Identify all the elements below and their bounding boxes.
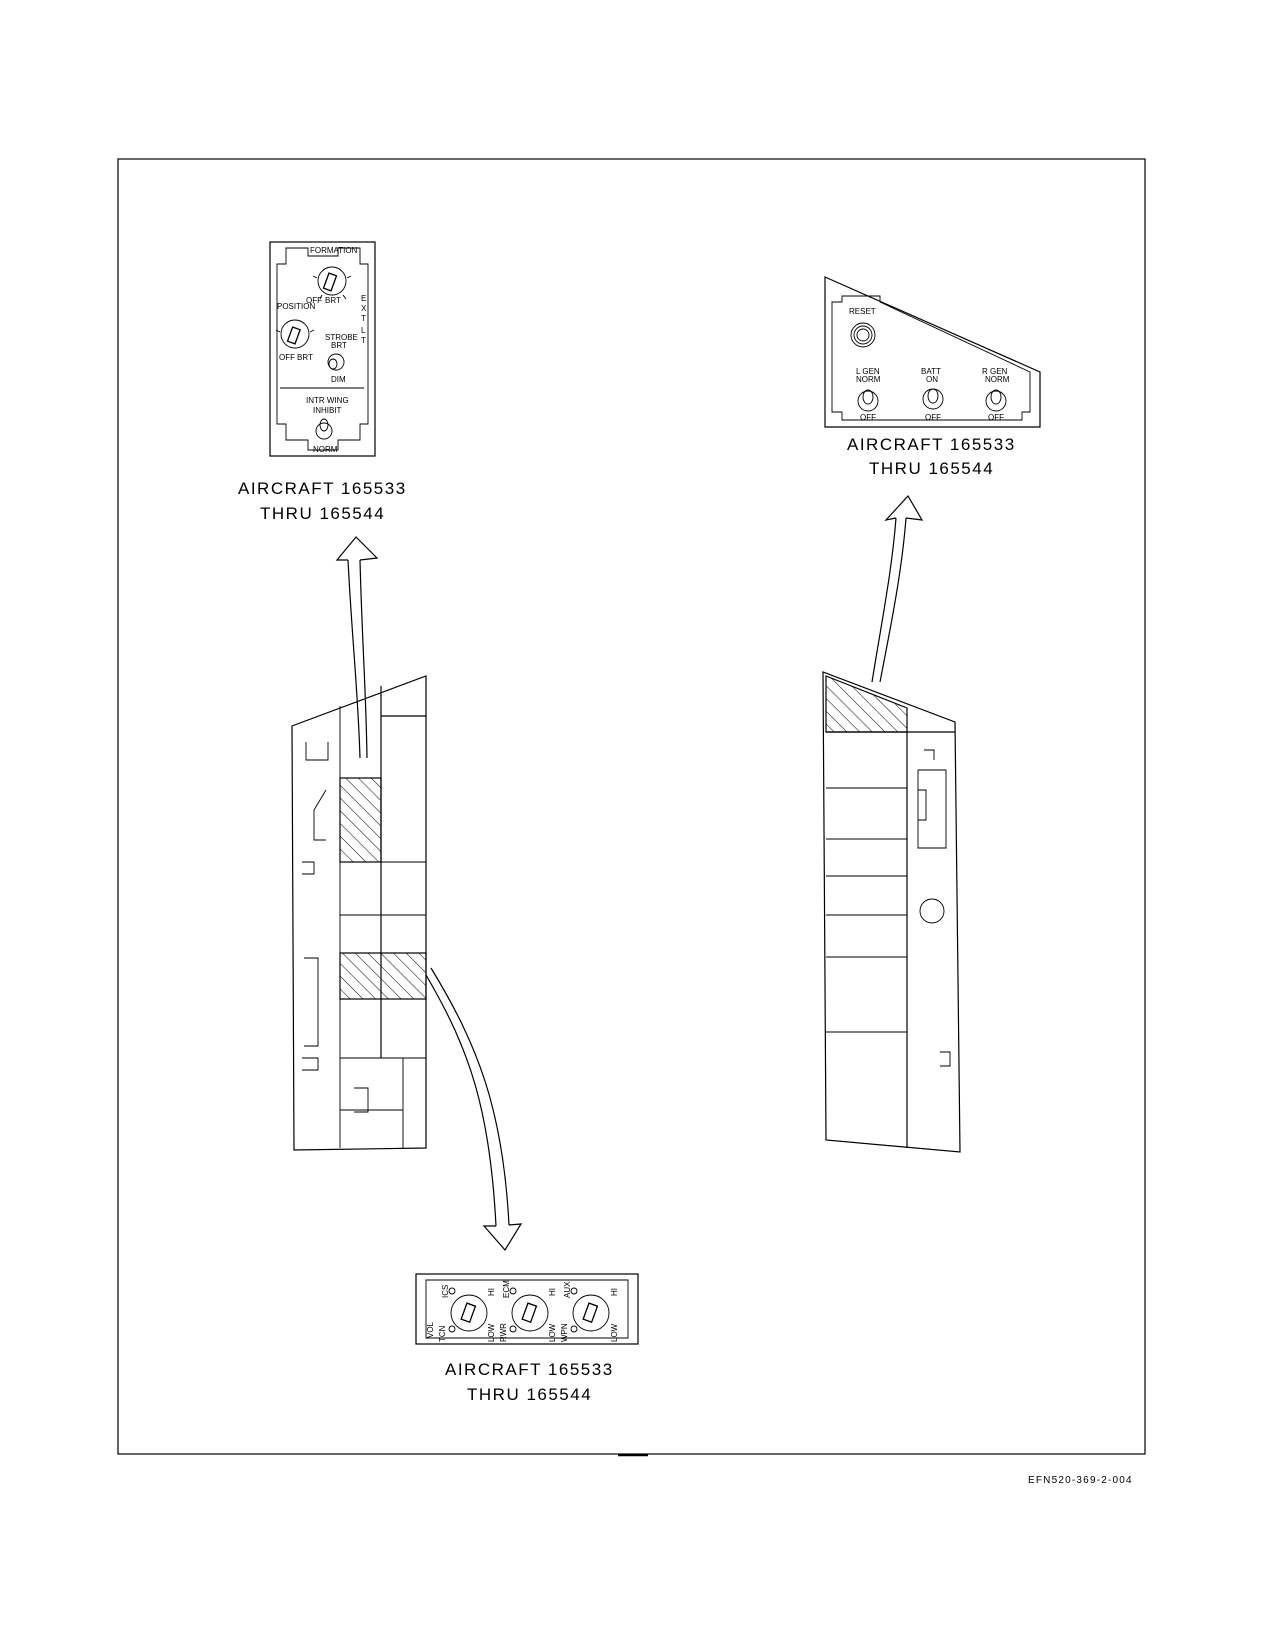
knob-1-hi-label: HI: [487, 1288, 496, 1296]
strobe-dim-label: DIM: [331, 375, 346, 384]
arrow-to-elec-panel: [871, 494, 924, 683]
knob-3-low-label: LOW: [610, 1323, 619, 1342]
aux-wpn-knob[interactable]: [572, 1294, 610, 1332]
figure-frame: [117, 158, 1146, 1455]
intr-wing-switch[interactable]: [315, 418, 333, 440]
formation-label: FORMATION: [310, 246, 358, 255]
hatched-area-volume: [339, 952, 427, 1000]
batt-on-label: ON: [926, 375, 938, 384]
batt-label: BATT: [921, 367, 941, 376]
wpn-label: WPN: [560, 1323, 569, 1342]
formation-brt-label: BRT: [325, 296, 341, 305]
knob-3-hi-label: HI: [610, 1288, 619, 1296]
position-brt-label: BRT: [297, 353, 313, 362]
right-console: [822, 671, 961, 1153]
formation-knob[interactable]: [312, 266, 352, 300]
left-console: [291, 675, 427, 1151]
l-gen-switch[interactable]: [857, 389, 879, 412]
r-gen-label: R GEN: [982, 367, 1008, 376]
r-gen-norm-label: NORM: [985, 375, 1010, 384]
tcn-label: TCN: [438, 1325, 447, 1342]
strobe-label: STROBE: [325, 333, 358, 342]
lights-caption-line-1: AIRCRAFT 165533: [238, 479, 407, 498]
electrical-panel: RESET L GEN NORM OFF BATT ON OFF R GEN N…: [824, 276, 1041, 428]
position-knob[interactable]: [275, 319, 315, 349]
ext-lt-letter-1: E: [361, 294, 366, 303]
ext-lt-letter-4: L: [361, 326, 366, 335]
arrow-to-lights-panel: [335, 536, 379, 759]
ics-tcn-knob[interactable]: [450, 1294, 488, 1332]
arrow-to-volume-panel: [425, 967, 523, 1252]
strobe-switch[interactable]: [327, 353, 345, 371]
elec-caption-line-1: AIRCRAFT 165533: [847, 435, 1016, 454]
reset-label: RESET: [849, 307, 876, 316]
strobe-brt-label: BRT: [331, 341, 347, 350]
intr-wing-label: INTR WING: [306, 396, 349, 405]
l-gen-label: L GEN: [856, 367, 880, 376]
elec-caption-line-2: THRU 165544: [869, 459, 994, 478]
hatched-area-lights: [339, 777, 382, 863]
exterior-lights-panel: FORMATION OFF BRT POSITION OFF BRT STROB…: [269, 241, 376, 457]
ecm-rwr-knob[interactable]: [511, 1294, 549, 1332]
volume-panel: VOL ICS TCN LOW HI ECM RWR LOW HI AUX WP: [415, 1273, 639, 1345]
ics-label: ICS: [441, 1285, 450, 1298]
knob-2-low-label: LOW: [548, 1323, 557, 1342]
knob-1-low-label: LOW: [487, 1323, 496, 1342]
vol-label: VOL: [426, 1321, 435, 1338]
figure-reference: EFN520-369-2-004: [1028, 1475, 1133, 1486]
ext-lt-letter-2: X: [361, 304, 367, 313]
r-gen-switch[interactable]: [985, 389, 1007, 412]
knob-2-hi-label: HI: [548, 1288, 557, 1296]
hatched-area-electrical: [825, 675, 908, 733]
ecm-label: ECM: [502, 1280, 511, 1298]
position-off-label: OFF: [279, 353, 295, 362]
formation-off-label: OFF: [306, 296, 322, 305]
ext-lt-letter-5: T: [361, 336, 366, 345]
volume-caption-line-2: THRU 165544: [467, 1385, 592, 1404]
reset-button[interactable]: [850, 322, 876, 348]
aux-label: AUX: [563, 1281, 572, 1298]
r-gen-off-label: OFF: [988, 413, 1004, 422]
ext-lt-letter-3: T: [361, 314, 366, 323]
inhibit-label: INHIBIT: [313, 406, 342, 415]
batt-switch[interactable]: [922, 388, 944, 410]
rwr-label: RWR: [499, 1323, 508, 1342]
position-label: POSITION: [277, 302, 315, 311]
volume-caption-line-1: AIRCRAFT 165533: [445, 1360, 614, 1379]
norm-label: NORM: [313, 445, 338, 454]
lights-caption-line-2: THRU 165544: [260, 504, 385, 523]
l-gen-norm-label: NORM: [856, 375, 881, 384]
batt-off-label: OFF: [925, 413, 941, 422]
l-gen-off-label: OFF: [860, 413, 876, 422]
